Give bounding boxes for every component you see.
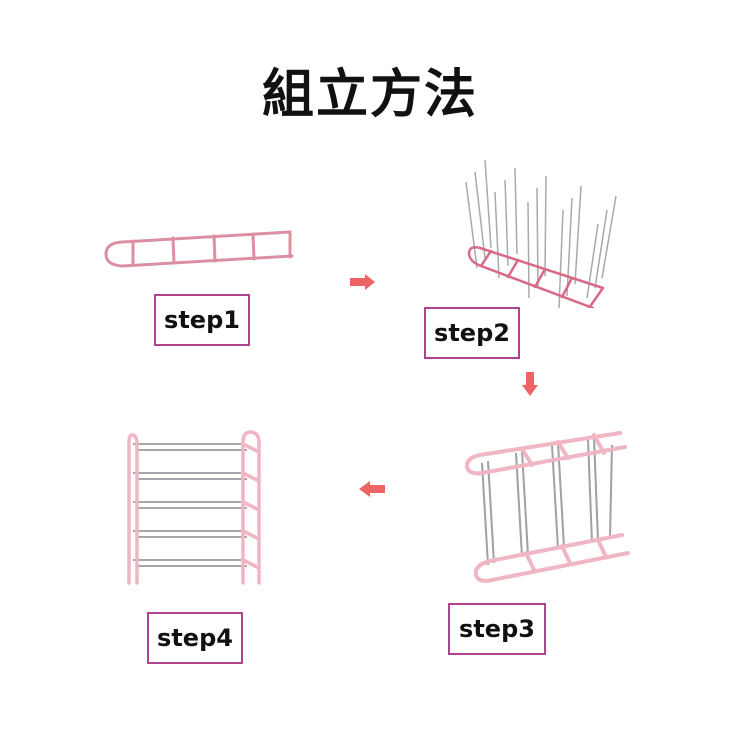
step2-label: step2 <box>424 307 520 359</box>
step3-label: step3 <box>448 603 546 655</box>
step1-illustration <box>100 222 295 272</box>
step3-illustration <box>460 425 630 590</box>
step2-illustration <box>455 148 625 310</box>
arrow-right-icon <box>350 274 376 294</box>
step4-illustration <box>125 430 265 585</box>
step1-label: step1 <box>154 294 250 346</box>
arrow-down-icon <box>522 372 538 400</box>
page-title: 組立方法 <box>261 65 478 125</box>
arrow-left-icon <box>359 481 385 501</box>
step4-label: step4 <box>147 612 243 664</box>
